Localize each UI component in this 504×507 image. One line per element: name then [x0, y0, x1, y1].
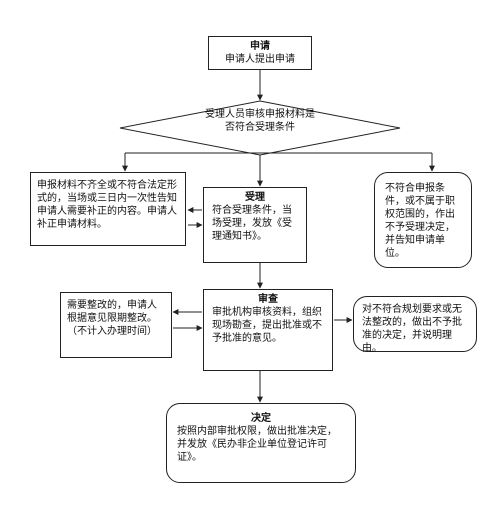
apply-box: 申请 申请人提出申请: [208, 36, 312, 70]
decision-title: 决定: [251, 413, 271, 424]
review-decision-line1: 受理人员审核申报材料是: [205, 109, 315, 120]
accept-title: 受理: [245, 192, 265, 203]
apply-title: 申请: [250, 41, 270, 52]
rectify-box: 需要整改的，申请人根据意见限期整改。（不计入办理时间）: [60, 292, 172, 358]
decision-box: 决定 按照内部审批权限，做出批准决定，并发放《民办非企业单位登记许可证》。: [166, 403, 356, 483]
examine-title: 审查: [258, 294, 278, 305]
apply-text: 申请人提出申请: [225, 54, 295, 65]
review-decision-text: 受理人员审核申报材料是 否符合受理条件: [160, 108, 360, 134]
rectify-text: 需要整改的，申请人根据意见限期整改。（不计入办理时间）: [67, 300, 157, 337]
deny-text: 对不符合规划要求或无法整改的，做出不予批准的决定，并说明理由。: [362, 304, 462, 354]
decision-text: 按照内部审批权限，做出批准决定，并发放《民办非企业单位登记许可证》。: [177, 426, 337, 463]
examine-text: 审批机构审核资料，组织现场勘查，提出批准或不予批准的意见。: [212, 307, 322, 344]
review-decision-line2: 否符合受理条件: [225, 122, 295, 133]
reject-box: 不符合申报条件，或不属于职权范围的，作出不予受理决定，并告知申请单位。: [374, 172, 472, 268]
accept-box: 受理 符合受理条件，当场受理，发放《受理通知书》。: [203, 187, 307, 263]
incomplete-text: 申报材料不齐全或不符合法定形式的，当场或三日内一次性告知申请人需要补正的内容。申…: [37, 180, 177, 230]
reject-text: 不符合申报条件，或不属于职权范围的，作出不予受理决定，并告知申请单位。: [385, 183, 455, 259]
examine-box: 审查 审批机构审核资料，组织现场勘查，提出批准或不予批准的意见。: [203, 289, 333, 371]
incomplete-box: 申报材料不齐全或不符合法定形式的，当场或三日内一次性告知申请人需要补正的内容。申…: [30, 172, 186, 246]
accept-text: 符合受理条件，当场受理，发放《受理通知书》。: [212, 205, 292, 242]
deny-box: 对不符合规划要求或无法整改的，做出不予批准的决定，并说明理由。: [353, 296, 477, 354]
